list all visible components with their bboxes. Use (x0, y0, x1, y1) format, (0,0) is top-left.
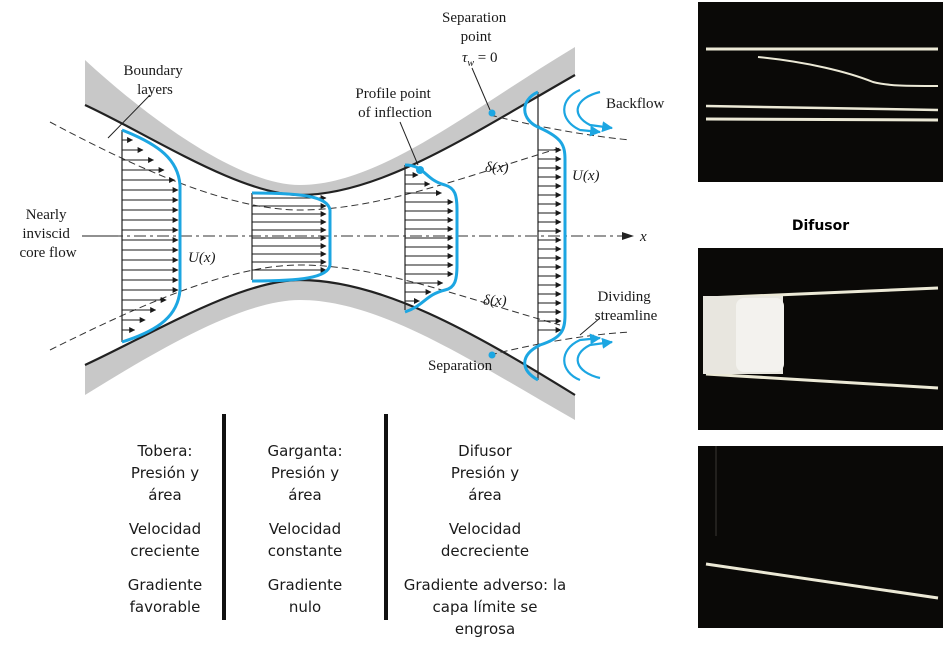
velocity-profile-nozzle (121, 128, 182, 344)
label-u-left: U(x) (188, 250, 215, 266)
photo-diffuser-flow-top (698, 2, 943, 182)
inflection-point (416, 166, 424, 174)
upper-wall (85, 47, 575, 195)
separation-point-top (488, 109, 496, 117)
backflow-swirl-bottom (563, 333, 614, 382)
label-delta-top: δ(x) (485, 160, 509, 176)
label-u-right: U(x) (572, 168, 599, 184)
label-separation-point: Separation point (442, 10, 510, 45)
column-divider-2 (384, 414, 388, 620)
dividing-streamline-bottom (489, 331, 631, 356)
photo-diffuser-flow-middle (698, 248, 943, 430)
backflow-swirl-top (563, 88, 614, 137)
label-backflow: Backflow (606, 96, 664, 112)
velocity-profile-throat (251, 191, 332, 283)
nozzle-diffuser-diagram: Boundary layers Separation point τw = 0 … (19, 10, 664, 420)
separation-point-bottom (488, 351, 496, 359)
separation-point-leader (471, 67, 491, 111)
label-x-axis: x (639, 229, 647, 245)
velocity-profile-separated (523, 90, 567, 382)
label-boundary-layers: Boundary layers (124, 63, 187, 98)
lower-wall (85, 280, 575, 420)
boundary-layer-edge-top (49, 121, 561, 211)
label-core-flow: Nearly inviscid core flow (19, 207, 76, 261)
inflection-leader (399, 121, 419, 166)
label-tau: τw = 0 (462, 50, 498, 69)
label-delta-bottom: δ(x) (483, 293, 507, 309)
boundary-layer-leader (107, 94, 151, 139)
photo-diffuser-flow-bottom (698, 446, 943, 628)
label-dividing-streamline: Dividing streamline (595, 289, 658, 324)
label-inflection: Profile point of inflection (355, 86, 434, 121)
column-divider-1 (222, 414, 226, 620)
x-axis-arrowhead (622, 232, 634, 240)
label-separation: Separation (428, 358, 493, 374)
dividing-streamline-top (489, 114, 631, 141)
velocity-profile-inflection (404, 163, 459, 314)
dividing-leader (579, 317, 601, 336)
photo-caption-difusor: Difusor (791, 218, 850, 234)
